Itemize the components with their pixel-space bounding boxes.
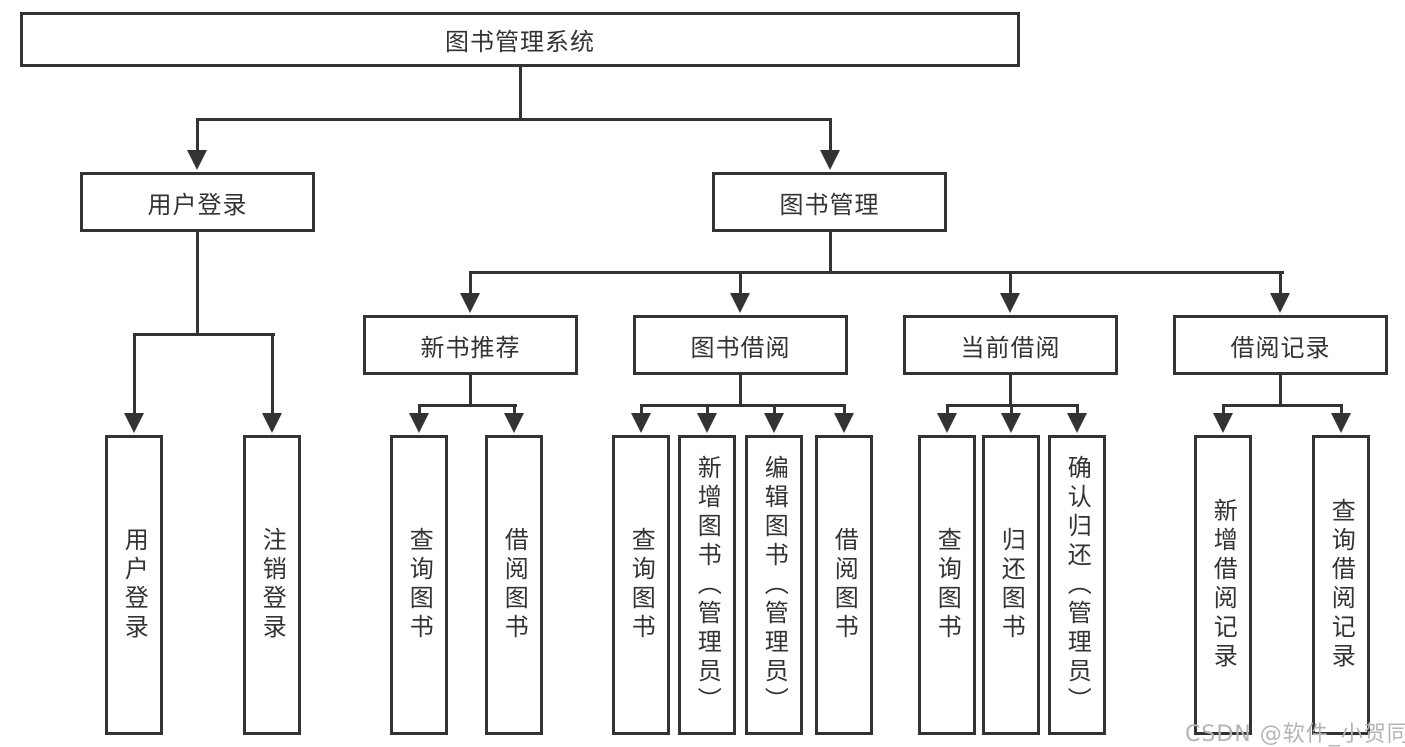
node-label: 当前借阅 [960, 333, 1061, 362]
leaf-borrow-books-recommend: 借阅图书 [485, 435, 543, 735]
connector-drop [132, 333, 136, 417]
arrow-down-icon [820, 150, 840, 170]
leaf-return-books: 归还图书 [982, 435, 1040, 735]
leaf-query-books-borrowing: 查询图书 [612, 435, 670, 735]
connector-drop [1339, 404, 1343, 418]
leaf-label: 借阅图书 [830, 527, 859, 643]
leaf-user-login: 用户登录 [105, 435, 163, 735]
connector-drop [842, 404, 846, 418]
connector-stub [468, 375, 472, 407]
arrow-down-icon [730, 293, 750, 313]
connector-root-rail [195, 118, 832, 121]
arrow-down-icon [764, 413, 784, 433]
connector-stub [828, 232, 832, 274]
leaf-label: 查询图书 [933, 527, 962, 643]
leaf-edit-books-admin: 编辑图书（管理员） [745, 435, 803, 735]
leaf-query-borrow-record: 查询借阅记录 [1312, 435, 1370, 735]
csdn-watermark: CSDN @软件_小贺同学 [1185, 722, 1405, 747]
arrow-down-icon [187, 150, 207, 170]
arrow-down-icon [834, 413, 854, 433]
arrow-down-icon [1213, 413, 1233, 433]
connector-drop [1075, 404, 1079, 418]
arrow-down-icon [1270, 293, 1290, 313]
connector-stub [1278, 375, 1282, 407]
leaf-query-books-recommend: 查询图书 [390, 435, 448, 735]
arrow-down-icon [937, 413, 957, 433]
connector-drop [1009, 404, 1013, 418]
connector-drop [1278, 271, 1282, 299]
leaf-add-books-admin: 新增图书（管理员） [678, 435, 736, 735]
leaf-label: 查询借阅记录 [1327, 498, 1356, 672]
leaf-add-borrow-record: 新增借阅记录 [1194, 435, 1252, 735]
leaf-label: 查询图书 [405, 527, 434, 643]
node-book-management: 图书管理 [712, 172, 947, 232]
connector-drop [945, 404, 949, 418]
node-label: 图书管理 [779, 190, 880, 219]
connector-rail [639, 404, 846, 407]
arrow-down-icon [1000, 293, 1020, 313]
connector-drop [705, 404, 709, 418]
connector-drop [639, 404, 643, 418]
arrow-down-icon [409, 413, 429, 433]
node-label: 图书借阅 [690, 333, 791, 362]
leaf-confirm-return-admin: 确认归还（管理员） [1048, 435, 1106, 735]
connector-drop [417, 404, 421, 418]
node-library-management-system: 图书管理系统 [20, 12, 1020, 67]
leaf-label: 用户登录 [120, 527, 149, 643]
arrow-down-icon [1067, 413, 1087, 433]
connector-root-stub [518, 67, 522, 121]
connector-drop [1008, 271, 1012, 299]
node-new-book-recommend: 新书推荐 [363, 315, 578, 375]
connector-drop [738, 271, 742, 299]
node-borrowing-records: 借阅记录 [1173, 315, 1388, 375]
connector-rail [132, 333, 275, 336]
connector-drop [468, 271, 472, 299]
connector-stub [195, 232, 199, 336]
arrow-down-icon [631, 413, 651, 433]
leaf-label: 归还图书 [997, 527, 1026, 643]
leaf-borrow-books-borrowing: 借阅图书 [815, 435, 873, 735]
arrow-down-icon [1001, 413, 1021, 433]
leaf-label: 新增借阅记录 [1209, 498, 1238, 672]
arrow-down-icon [697, 413, 717, 433]
node-label: 图书管理系统 [445, 28, 595, 56]
connector-rail [417, 404, 517, 407]
node-current-borrowing: 当前借阅 [903, 315, 1118, 375]
leaf-query-books-current: 查询图书 [918, 435, 976, 735]
connector-rail [1221, 404, 1343, 407]
connector-drop [270, 333, 274, 417]
connector-drop [512, 404, 516, 418]
connector-stub [1008, 375, 1012, 407]
connector-drop [828, 118, 832, 154]
connector-drop [195, 118, 199, 154]
connector-stub [738, 375, 742, 407]
leaf-label: 编辑图书（管理员） [760, 454, 789, 716]
arrow-down-icon [262, 413, 282, 433]
leaf-label: 注销登录 [258, 527, 287, 643]
leaf-logout-login: 注销登录 [243, 435, 301, 735]
arrow-down-icon [504, 413, 524, 433]
connector-rail [468, 271, 1284, 274]
arrow-down-icon [124, 413, 144, 433]
arrow-down-icon [1331, 413, 1351, 433]
leaf-label: 查询图书 [627, 527, 656, 643]
leaf-label: 新增图书（管理员） [693, 454, 722, 716]
node-book-borrowing: 图书借阅 [633, 315, 848, 375]
node-label: 用户登录 [147, 190, 248, 219]
connector-drop [1221, 404, 1225, 418]
connector-drop [772, 404, 776, 418]
node-label: 新书推荐 [420, 333, 521, 362]
leaf-label: 借阅图书 [500, 527, 529, 643]
leaf-label: 确认归还（管理员） [1063, 454, 1092, 716]
node-label: 借阅记录 [1230, 333, 1331, 362]
arrow-down-icon [460, 293, 480, 313]
node-user-login: 用户登录 [80, 172, 315, 232]
